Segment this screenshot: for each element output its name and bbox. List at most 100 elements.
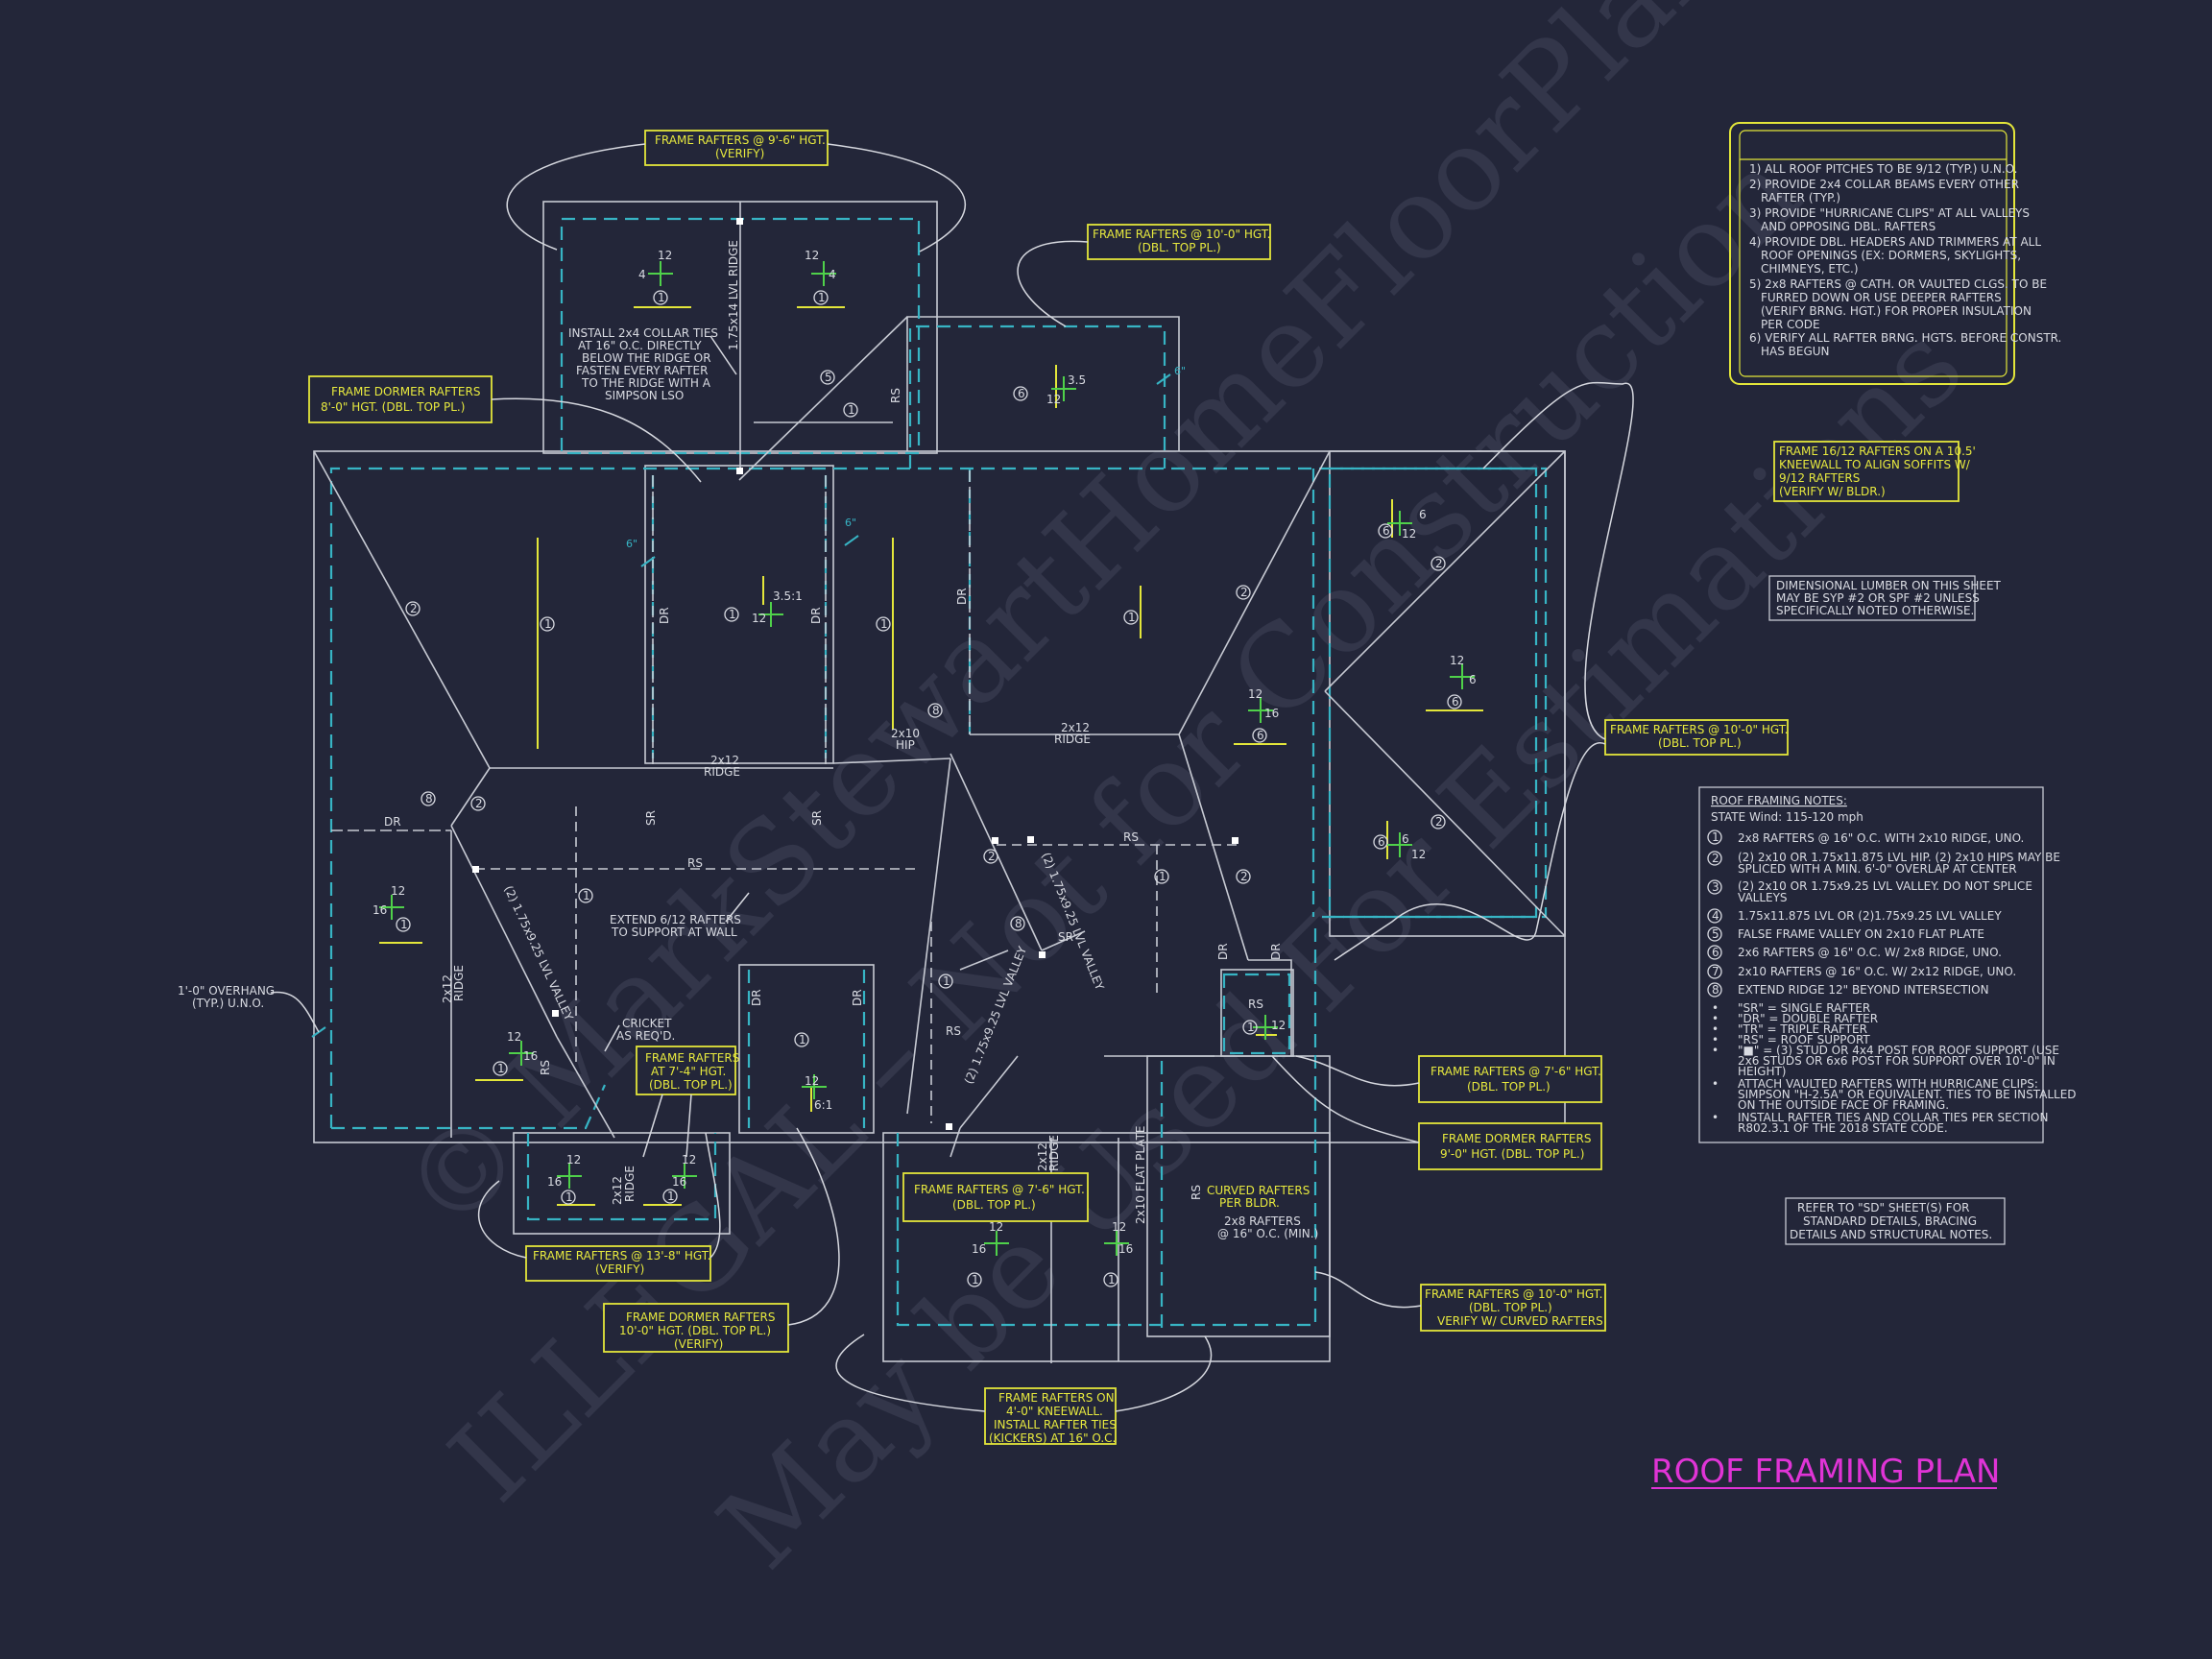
svg-text:INSTALL RAFTER TIES: INSTALL RAFTER TIES: [994, 1418, 1117, 1431]
svg-text:6: 6: [1712, 946, 1719, 959]
slope-cross: [509, 1041, 534, 1066]
svg-text:"TR" = TRIPLE RAFTER: "TR" = TRIPLE RAFTER: [1738, 1022, 1867, 1036]
svg-text:AT 16" O.C. DIRECTLY: AT 16" O.C. DIRECTLY: [578, 339, 702, 352]
svg-text:6: 6: [1452, 695, 1459, 709]
svg-text:12: 12: [566, 1153, 581, 1166]
callout-rafters-9-6: FRAME RAFTERS @ 9'-6" HGT. (VERIFY): [506, 130, 967, 252]
general-note-line: FURRED DOWN OR USE DEEPER RAFTERS: [1761, 291, 2002, 304]
slope-cross: [1387, 832, 1412, 857]
svg-text:2: 2: [1435, 815, 1443, 829]
ridge-word-label: RIDGE: [1054, 733, 1091, 746]
slope-cross: [379, 895, 404, 920]
callout-rafters-7-6-center: FRAME RAFTERS @ 7'-6" HGT. (DBL. TOP PL.…: [902, 1172, 1089, 1222]
overhang-tag: 6": [1174, 365, 1186, 377]
overhang-tag: 6": [845, 517, 856, 529]
svg-text:12: 12: [658, 249, 672, 262]
svg-text:16: 16: [1264, 707, 1279, 720]
plan-notes: INSTALL 2x4 COLLAR TIES AT 16" O.C. DIRE…: [178, 326, 1318, 1240]
svg-text:BELOW THE RIDGE OR: BELOW THE RIDGE OR: [582, 351, 711, 365]
svg-text:6: 6: [1469, 673, 1477, 686]
rs-label: RS: [539, 1060, 552, 1075]
svg-text:1'-0" OVERHANG: 1'-0" OVERHANG: [178, 984, 275, 998]
svg-text:(VERIFY): (VERIFY): [715, 147, 764, 160]
roof-framing-note-bullets: •"SR" = SINGLE RAFTER •"DR" = DOUBLE RAF…: [1712, 1001, 2077, 1135]
callouts: FRAME RAFTERS @ 9'-6" HGT. (VERIFY) FRAM…: [308, 130, 1976, 1445]
general-note-line: (VERIFY BRNG. HGT.) FOR PROPER INSULATIO…: [1761, 304, 2032, 318]
svg-text:INSTALL RAFTER TIES AND COLLAR: INSTALL RAFTER TIES AND COLLAR TIES PER …: [1738, 1111, 2048, 1124]
svg-text:"■" = (3) STUD OR 4x4 POST FOR: "■" = (3) STUD OR 4x4 POST FOR ROOF SUPP…: [1738, 1044, 2059, 1057]
ridge-word-label: RIDGE: [452, 965, 466, 1001]
svg-text:"DR" = DOUBLE RAFTER: "DR" = DOUBLE RAFTER: [1738, 1012, 1878, 1025]
svg-text:16: 16: [547, 1175, 562, 1189]
svg-text:10'-0" HGT. (DBL. TOP PL.): 10'-0" HGT. (DBL. TOP PL.): [619, 1324, 771, 1337]
post-marker: [472, 866, 479, 873]
svg-text:1: 1: [565, 1190, 573, 1204]
hip-2x10-label: 2x10: [891, 727, 920, 740]
svg-text:16: 16: [972, 1242, 986, 1256]
svg-text:16: 16: [672, 1175, 686, 1189]
svg-text:12: 12: [1046, 393, 1061, 406]
ridge-word-label: RIDGE: [623, 1166, 637, 1202]
callout-rafters-7-4: FRAME RAFTERS AT 7'-4" HGT. (DBL. TOP PL…: [636, 1046, 739, 1158]
post-marker: [992, 837, 998, 844]
dr-label: DR: [750, 989, 763, 1006]
svg-text:(2) 2x10 OR 1.75x9.25 LVL VALL: (2) 2x10 OR 1.75x9.25 LVL VALLEY. DO NOT…: [1738, 879, 2032, 893]
lumber-note-box: DIMENSIONAL LUMBER ON THIS SHEET MAY BE …: [1768, 575, 2002, 621]
svg-text:1.75x11.875 LVL OR (2)1.75x9.2: 1.75x11.875 LVL OR (2)1.75x9.25 LVL VALL…: [1738, 909, 2002, 923]
sheet-title: ROOF FRAMING PLAN: [1651, 1453, 2000, 1491]
refer-note-box: REFER TO "SD" SHEET(S) FOR STANDARD DETA…: [1785, 1197, 2006, 1245]
svg-text:1: 1: [799, 1033, 806, 1046]
svg-text:4: 4: [829, 268, 836, 281]
svg-text:12: 12: [1402, 527, 1416, 541]
svg-text:9'-0" HGT. (DBL. TOP PL.): 9'-0" HGT. (DBL. TOP PL.): [1440, 1147, 1584, 1161]
svg-text:3.5: 3.5: [1068, 373, 1086, 387]
svg-text:•: •: [1712, 1044, 1719, 1057]
sr-label: SR: [644, 810, 658, 826]
svg-text:12: 12: [989, 1220, 1003, 1234]
svg-text:FRAME RAFTERS @ 7'-6" HGT.: FRAME RAFTERS @ 7'-6" HGT.: [1431, 1065, 1601, 1078]
svg-text:VALLEYS: VALLEYS: [1738, 891, 1788, 904]
svg-text:12: 12: [1271, 1019, 1286, 1032]
svg-text:•: •: [1712, 1077, 1719, 1091]
svg-text:@ 16" O.C. (MIN.): @ 16" O.C. (MIN.): [1217, 1227, 1318, 1240]
callout-rafters-10-0-right: FRAME RAFTERS @ 10'-0" HGT. (DBL. TOP PL…: [1334, 381, 1789, 961]
general-note-line: AND OPPOSING DBL. RAFTERS: [1761, 220, 1936, 233]
svg-text:1: 1: [848, 403, 855, 417]
svg-text:EXTEND RIDGE 12" BEYOND INTERS: EXTEND RIDGE 12" BEYOND INTERSECTION: [1738, 983, 1989, 997]
slope-cross: [1051, 376, 1076, 401]
svg-text:1: 1: [400, 918, 408, 931]
svg-text:(VERIFY): (VERIFY): [595, 1262, 644, 1276]
slope-cross: [1450, 664, 1475, 689]
general-note-line: 3) PROVIDE "HURRICANE CLIPS" AT ALL VALL…: [1749, 206, 2030, 220]
svg-text:(VERIFY): (VERIFY): [674, 1337, 723, 1351]
svg-text:(DBL. TOP PL.): (DBL. TOP PL.): [952, 1198, 1036, 1212]
roof-framing-notes-heading: ROOF FRAMING NOTES:: [1711, 794, 1847, 807]
svg-text:(KICKERS) AT 16" O.C.: (KICKERS) AT 16" O.C.: [989, 1431, 1116, 1445]
sr-label: SR: [1058, 930, 1073, 944]
svg-text:6: 6: [1378, 835, 1385, 849]
svg-text:2: 2: [1435, 557, 1443, 570]
curved-rafters-note: CURVED RAFTERS PER BLDR. 2x8 RAFTERS @ 1…: [1207, 1184, 1318, 1240]
general-note-line: 5) 2x8 RAFTERS @ CATH. OR VAULTED CLGS. …: [1749, 277, 2047, 291]
svg-text:12: 12: [1248, 687, 1262, 701]
svg-text:"RS" = ROOF SUPPORT: "RS" = ROOF SUPPORT: [1738, 1033, 1870, 1046]
dr-label: DR: [851, 989, 864, 1006]
callout-dormer-10-0: FRAME DORMER RAFTERS 10'-0" HGT. (DBL. T…: [603, 1127, 840, 1353]
wind-rating: STATE Wind: 115-120 mph: [1711, 810, 1863, 824]
rs-label: RS: [946, 1024, 961, 1038]
general-note-line: 6) VERIFY ALL RAFTER BRNG. HGTS. BEFORE …: [1749, 331, 2061, 345]
svg-text:FRAME RAFTERS @ 10'-0" HGT.: FRAME RAFTERS @ 10'-0" HGT.: [1093, 228, 1270, 241]
svg-text:FRAME RAFTERS: FRAME RAFTERS: [645, 1051, 739, 1065]
extend-rafters-note: EXTEND 6/12 RAFTERS TO SUPPORT AT WALL: [610, 892, 750, 939]
ridge-word-label: RIDGE: [704, 765, 740, 779]
svg-text:AT 7'-4" HGT.: AT 7'-4" HGT.: [651, 1065, 726, 1078]
svg-text:FRAME RAFTERS @ 9'-6" HGT.: FRAME RAFTERS @ 9'-6" HGT.: [655, 133, 826, 147]
roof-support-posts: [472, 218, 1238, 1130]
callout-16-12-rafters: FRAME 16/12 RAFTERS ON A 10.5' KNEEWALL …: [1773, 441, 1976, 502]
general-note-line: CHIMNEYS, ETC.): [1761, 262, 1859, 276]
general-note-line: RAFTER (TYP.): [1761, 191, 1840, 204]
callout-rafters-13-8: FRAME RAFTERS @ 13'-8" HGT. (VERIFY): [478, 1132, 721, 1282]
svg-text:SPECIFICALLY NOTED OTHERWISE.: SPECIFICALLY NOTED OTHERWISE.: [1776, 604, 1974, 617]
lvl-ridge-label: 1.75x14 LVL RIDGE: [727, 240, 740, 350]
svg-text:VERIFY W/ CURVED RAFTERS: VERIFY W/ CURVED RAFTERS: [1437, 1314, 1603, 1328]
